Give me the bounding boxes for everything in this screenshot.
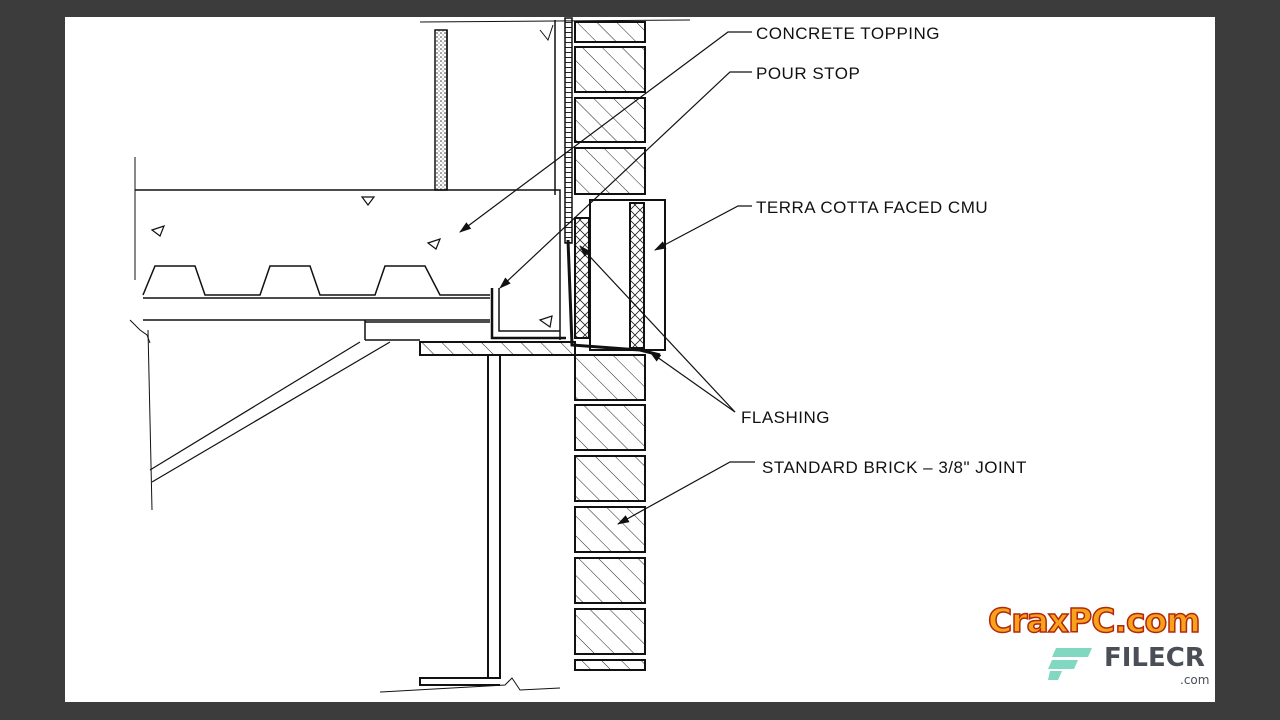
label-terra-cotta-cmu: TERRA COTTA FACED CMU [756,198,988,217]
terra-cotta-cmu [574,199,666,351]
label-flashing: FLASHING [741,408,830,427]
label-concrete-topping: CONCRETE TOPPING [756,24,940,43]
leaders [459,31,755,525]
label-pour-stop: POUR STOP [756,64,860,83]
pour-stop-angle [490,288,566,340]
craxpc-watermark: CraxPC.com [987,601,1201,640]
brick-wall [574,21,646,671]
filecr-com-watermark: .com [1180,673,1210,687]
concrete-slab [129,157,561,511]
steel-beam [379,341,576,693]
upper-wall [419,17,691,244]
filecr-logo-icon [1048,648,1092,680]
label-standard-brick: STANDARD BRICK – 3/8" JOINT [762,458,1027,477]
filecr-watermark: FILECR [1104,643,1205,673]
